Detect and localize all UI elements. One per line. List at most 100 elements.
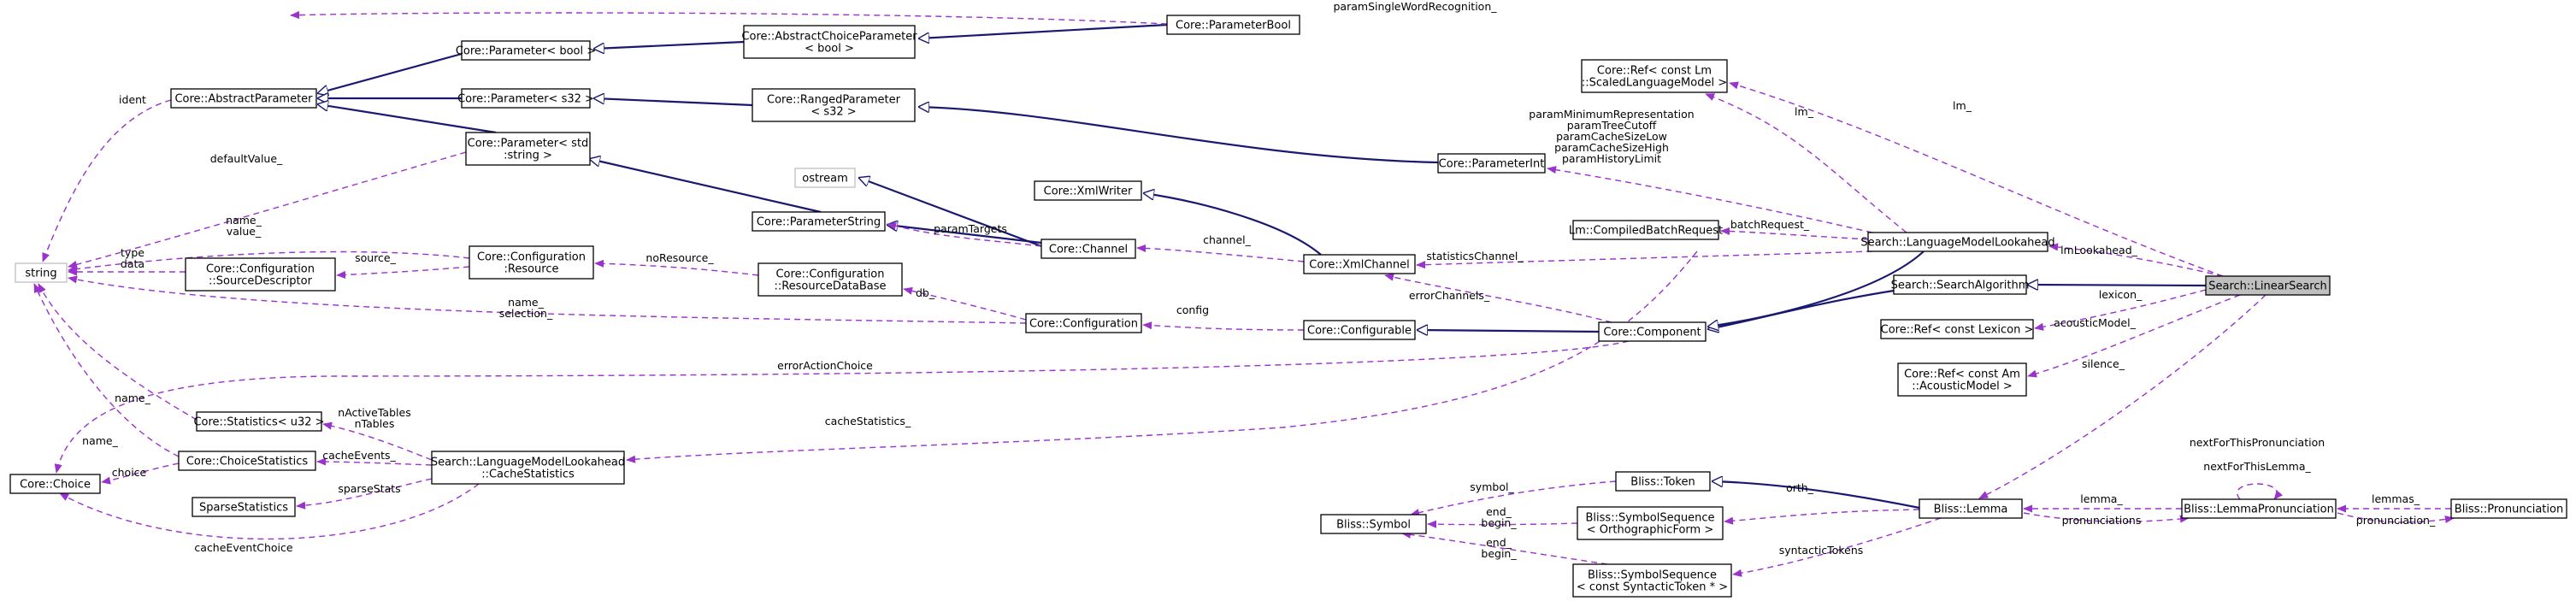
edge-label-syntactic: syntacticTokens xyxy=(1779,544,1864,557)
class-node-ostream[interactable]: ostream xyxy=(794,168,856,188)
edge-parammin xyxy=(1547,166,1873,233)
class-node-label: Search::LinearSearch xyxy=(2208,280,2327,293)
class-node-string[interactable]: string xyxy=(15,262,68,283)
class-node-xmlwriter[interactable]: Core::XmlWriter xyxy=(1034,180,1142,201)
class-node-lemma[interactable]: Bliss::Lemma xyxy=(1919,498,2023,519)
class-node-symbol[interactable]: Bliss::Symbol xyxy=(1320,514,1427,534)
edge-label-line: channel_ xyxy=(1203,233,1251,246)
class-node-configurable[interactable]: Core::Configurable xyxy=(1303,320,1416,340)
class-node-channel[interactable]: Core::Channel xyxy=(1040,239,1136,259)
edge-lexicon xyxy=(2034,289,2207,331)
edge-label-default: defaultValue_ xyxy=(210,152,283,165)
edge-label-line: value_ xyxy=(227,225,262,238)
edge-orth xyxy=(1724,509,1920,525)
class-node-token[interactable]: Bliss::Token xyxy=(1615,471,1711,492)
edge-label-line: lm_ xyxy=(1953,99,1972,112)
class-node-params32[interactable]: Core::Parameter< s32 > xyxy=(457,88,594,109)
class-node-label: Core::RangedParameter xyxy=(767,94,901,107)
class-node-absparam[interactable]: Core::AbstractParameter xyxy=(170,88,317,109)
class-node-box xyxy=(1615,471,1711,492)
class-node-paramstring[interactable]: Core::ParameterString xyxy=(752,211,886,232)
class-node-confres[interactable]: Core::Configuration:Resource xyxy=(469,245,594,280)
edge-label-line: nextForThisPronunciation xyxy=(2190,436,2325,449)
class-node-choice[interactable]: Core::Choice xyxy=(9,474,101,494)
edge-erroraction xyxy=(54,340,1630,474)
class-node-label: Lm::CompiledBatchRequest xyxy=(1569,225,1723,238)
class-node-label: Core::Configuration xyxy=(206,263,315,276)
edge-label-sparseStats: sparseStats xyxy=(338,482,400,495)
class-node-lmlookahead[interactable]: Search::LanguageModelLookahead xyxy=(1860,232,2055,252)
class-node-label: Bliss::SymbolSequence xyxy=(1588,569,1717,582)
class-node-label: Core::ParameterBool xyxy=(1176,20,1291,32)
class-node-cachestats[interactable]: Search::LanguageModelLookahead::CacheSta… xyxy=(431,451,625,485)
class-node-box xyxy=(743,25,916,59)
class-node-abschoice[interactable]: Core::AbstractChoiceParameter< bool > xyxy=(741,25,917,59)
class-node-component[interactable]: Core::Component xyxy=(1598,321,1707,342)
edge-label-errorAction: errorActionChoice xyxy=(777,359,873,372)
edge-label-paramSingle: paramSingleWordRecognition_ xyxy=(1334,0,1498,13)
class-node-label: Core::Ref< const Lm xyxy=(1597,65,1712,78)
class-node-refam[interactable]: Core::Ref< const Am::AcousticModel > xyxy=(1897,362,2027,397)
edge-label-db: db_ xyxy=(916,286,935,299)
class-node-parambooltpl[interactable]: Core::Parameter< bool > xyxy=(456,40,596,61)
class-node-box xyxy=(757,262,903,297)
class-node-symseqorth[interactable]: Bliss::SymbolSequence< OrthographicForm … xyxy=(1577,506,1724,540)
class-node-box xyxy=(469,245,594,280)
class-node-reflexicon[interactable]: Core::Ref< const Lexicon > xyxy=(1880,319,2034,339)
edge-namesel xyxy=(68,275,1027,324)
edge-label-pronunciation: pronunciation_ xyxy=(2356,514,2436,527)
class-node-xmlchannel[interactable]: Core::XmlChannel xyxy=(1303,254,1416,274)
class-node-paramstring_tpl[interactable]: Core::Parameter< std:string > xyxy=(465,132,591,166)
class-node-searchalgo[interactable]: Search::SearchAlgorithm xyxy=(1891,274,2030,295)
class-node-confresdb[interactable]: Core::Configuration::ResourceDataBase xyxy=(757,262,903,297)
edge-channel xyxy=(1136,244,1305,262)
edge-label-name4: name_ xyxy=(82,434,118,447)
class-node-label: Bliss::LemmaPronunciation xyxy=(2184,504,2334,516)
class-node-label: Core::Ref< const Lexicon > xyxy=(1881,324,2034,337)
edge-label-name-sel: name_selection_ xyxy=(499,296,553,320)
class-node-box xyxy=(461,40,591,61)
class-node-label: Core::Configurable xyxy=(1307,325,1412,338)
edge-label-silence: silence_ xyxy=(2082,357,2125,370)
class-node-lemmapron[interactable]: Bliss::LemmaPronunciation xyxy=(2181,498,2337,519)
class-node-linearsearch[interactable]: Search::LinearSearch xyxy=(2205,275,2331,296)
class-node-rangedparam[interactable]: Core::RangedParameter< s32 > xyxy=(752,88,916,122)
class-node-paramint[interactable]: Core::ParameterInt xyxy=(1437,153,1546,174)
class-node-symseqsynt[interactable]: Bliss::SymbolSequence< const SyntacticTo… xyxy=(1572,563,1732,598)
edge-label-config: config xyxy=(1176,303,1209,316)
edge-db xyxy=(903,286,1027,321)
class-node-label: Search::SearchAlgorithm xyxy=(1891,280,2030,292)
class-node-scaledlm[interactable]: Core::Ref< const Lm::ScaledLanguageModel… xyxy=(1581,59,1728,93)
class-node-pron[interactable]: Bliss::Pronunciation xyxy=(2450,498,2567,519)
edge-nactive xyxy=(322,421,433,461)
class-node-srcdesc[interactable]: Core::Configuration::SourceDescriptor xyxy=(185,257,336,292)
class-node-box xyxy=(1025,313,1142,333)
class-node-choicestats[interactable]: Core::ChoiceStatistics xyxy=(178,451,316,471)
class-node-parambool[interactable]: Core::ParameterBool xyxy=(1166,15,1300,35)
edge-cacheevents xyxy=(316,457,433,466)
class-node-box xyxy=(1437,153,1546,174)
class-node-box xyxy=(1919,498,2023,519)
edge-label-statsChannel: statisticsChannel_ xyxy=(1426,250,1524,262)
class-node-label: Core::Configuration xyxy=(477,251,586,264)
edge-label-line: lemma_ xyxy=(2080,492,2123,505)
edge-parambool-abschoice xyxy=(919,23,1168,38)
class-node-label: Core::Choice xyxy=(20,479,91,492)
edge-layer xyxy=(33,10,2455,577)
class-node-sparsestats[interactable]: SparseStatistics xyxy=(192,497,296,517)
class-node-box xyxy=(1303,320,1416,340)
class-node-box xyxy=(1880,319,2034,339)
class-node-compbatch[interactable]: Lm::CompiledBatchRequest xyxy=(1569,220,1723,240)
class-node-configuration[interactable]: Core::Configuration xyxy=(1025,313,1142,333)
class-node-box xyxy=(1893,274,2027,295)
edge-label-line: lm_ xyxy=(1795,105,1814,118)
edge-silence xyxy=(1978,294,2267,499)
class-node-statsu32[interactable]: Core::Statistics< u32 > xyxy=(193,411,325,432)
class-node-label: ostream xyxy=(802,173,848,186)
edge-label-layer: paramSingleWordRecognition_lm_lm_identde… xyxy=(82,0,2436,560)
class-node-label: Bliss::Pronunciation xyxy=(2455,504,2563,516)
edge-searchalgo-component xyxy=(1708,289,1895,329)
edge-label-line: noResource_ xyxy=(645,251,714,264)
